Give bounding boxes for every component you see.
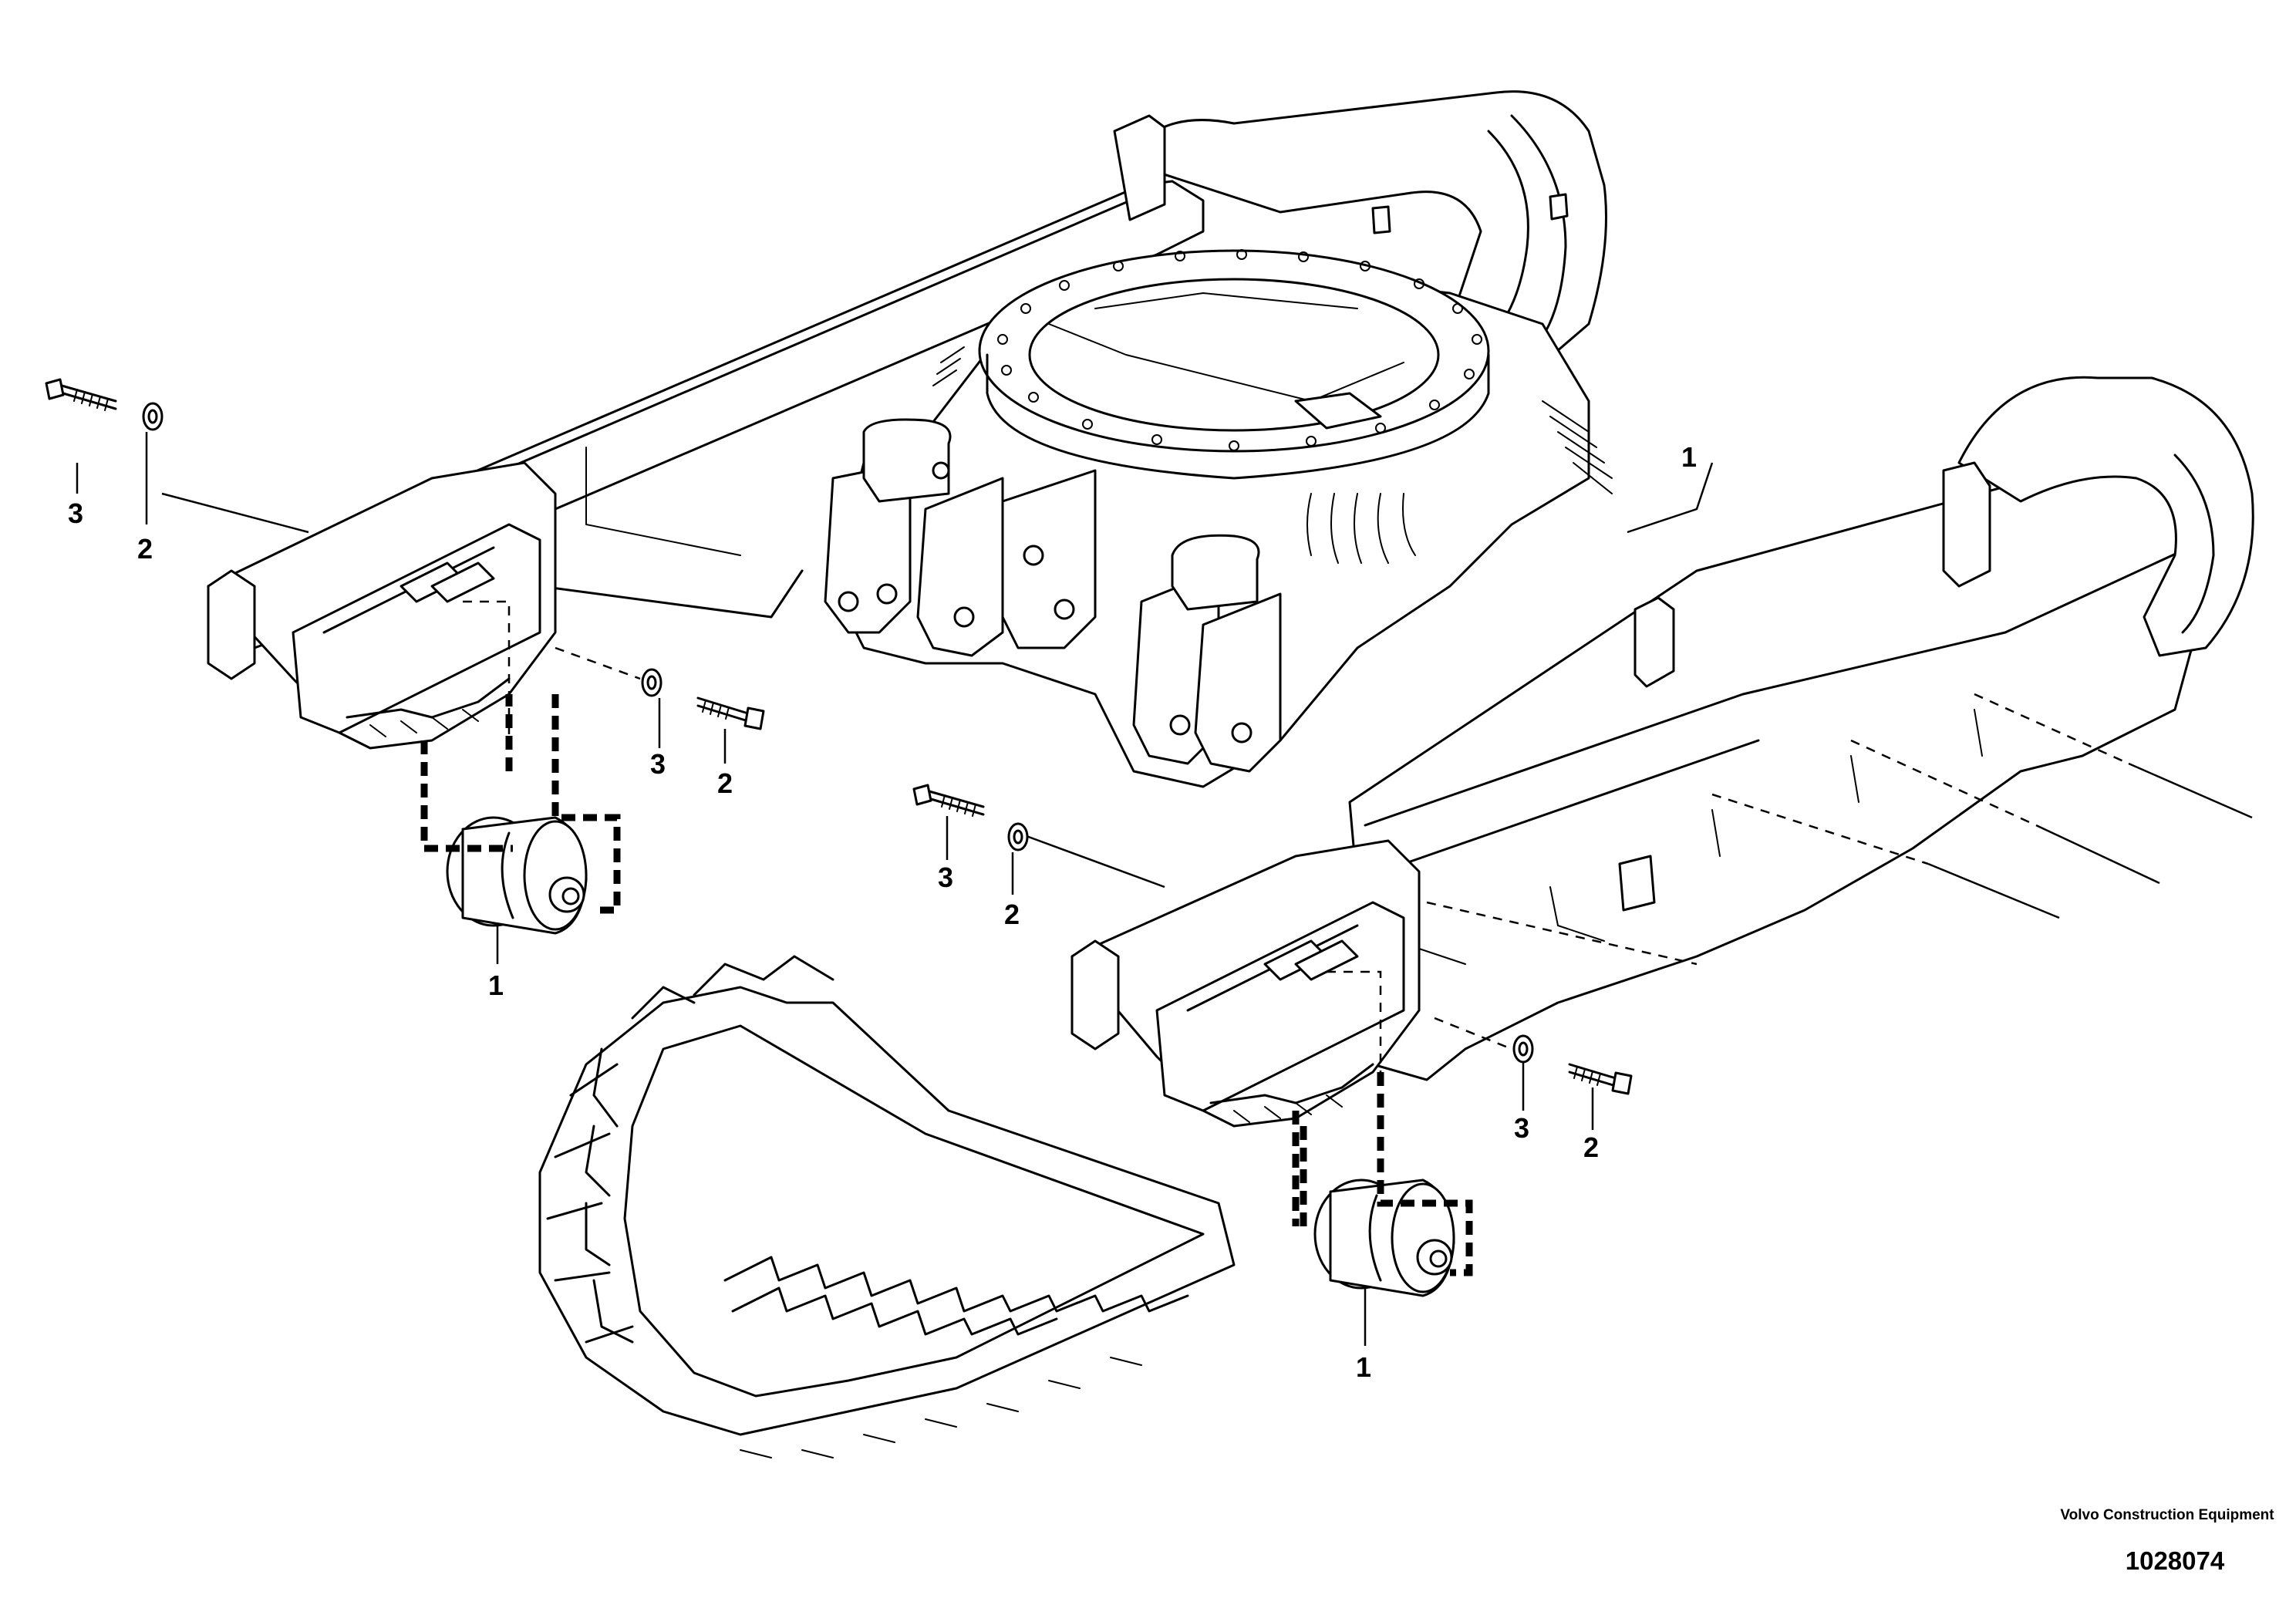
callout-bolt-upper-right: 3 <box>938 862 953 893</box>
callout-roller-right: 1 <box>1356 1351 1371 1383</box>
company-name: Volvo Construction Equipment <box>2060 1507 2274 1523</box>
track-roller-right <box>1313 1179 1455 1297</box>
callout-frame-ref: 1 <box>1681 441 1697 473</box>
washer-upper-left <box>142 402 164 431</box>
callout-washer-upper-left: 2 <box>137 533 153 565</box>
callout-roller-left: 1 <box>488 969 504 1001</box>
track-roller-left <box>446 816 588 935</box>
washer-lower-right <box>1512 1034 1534 1064</box>
bolt-upper-right <box>912 784 985 817</box>
washer-upper-right <box>1007 822 1029 851</box>
callout-leaders <box>76 432 1594 1346</box>
ring-bolt-holes <box>997 249 1482 451</box>
callout-washer-upper-right: 2 <box>1004 899 1020 930</box>
washer-lower-left <box>641 668 663 697</box>
bolt-upper-left <box>45 378 117 411</box>
callout-labels: 3 2 3 2 3 2 3 2 1 1 1 <box>68 441 1697 1383</box>
callout-bolt-lower-right: 2 <box>1583 1131 1599 1163</box>
bolt-lower-right <box>1568 1063 1633 1095</box>
bolt-lower-left <box>696 696 765 730</box>
callout-washer-lower-right: 3 <box>1514 1112 1529 1144</box>
drawing-number: 1028074 <box>2125 1546 2225 1575</box>
explosion-lines <box>161 462 2253 1276</box>
undercarriage-frame <box>207 90 2254 1128</box>
callout-bolt-lower-left: 2 <box>717 767 733 799</box>
rubber-track <box>538 955 1236 1458</box>
callout-washer-lower-left: 3 <box>650 748 666 780</box>
callout-bolt-upper-left: 3 <box>68 497 83 529</box>
